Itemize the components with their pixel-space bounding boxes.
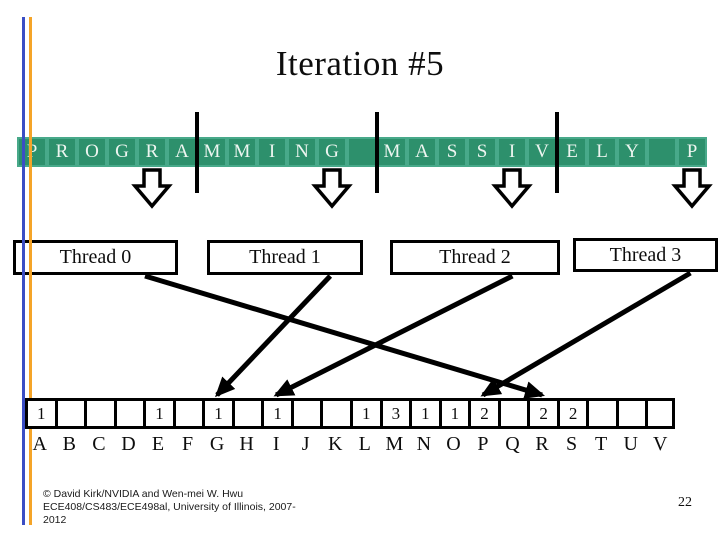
histogram-bin-cell-I: 1 [261, 398, 291, 429]
thread-to-bin-connectors [144, 270, 692, 399]
thread-box-3: Thread 3 [573, 238, 718, 272]
histogram-bin-cell-R: 2 [527, 398, 557, 429]
histogram-bin-letter: T [595, 433, 608, 455]
histogram-bin-cell-B [54, 398, 85, 429]
tape-cell: A [167, 137, 197, 167]
histogram-bin-letter: P [477, 433, 489, 455]
histogram-bin-letter: K [328, 433, 343, 455]
input-string-row: PROGRAMMINGMASSIVELYP [17, 137, 707, 167]
thread-label: Thread 1 [249, 246, 321, 268]
histogram-bin-letter: Q [505, 433, 520, 455]
histogram-bin-letter: C [92, 433, 106, 455]
histogram-bin-letter: S [566, 433, 578, 455]
current-access-arrows [131, 168, 713, 209]
histogram-bin-cell-A: 1 [25, 398, 55, 429]
histogram-bin-cell-L: 1 [350, 398, 380, 429]
tape-cell: G [317, 137, 347, 167]
histogram-bin-cell-O: 1 [438, 398, 469, 429]
histogram-bin-cell-S: 2 [556, 398, 587, 429]
histogram-bin-letter: H [239, 433, 254, 455]
tape-cell-space [347, 137, 377, 167]
tape-cell: E [557, 137, 587, 167]
thread-label: Thread 2 [439, 246, 511, 268]
thread-connector-arrow [215, 274, 333, 398]
access-block-arrow-icon [491, 168, 533, 209]
section-divider-line [375, 112, 379, 193]
footer-line: 2012 [43, 514, 67, 526]
tape-cell: S [467, 137, 497, 167]
tape-cell: I [497, 137, 527, 167]
histogram-bin-cell-J [290, 398, 321, 429]
histogram-bin-cell-Q [497, 398, 528, 429]
histogram-bin-letter: M [385, 433, 404, 455]
histogram-bin-cell-M: 3 [379, 398, 410, 429]
histogram-bin-letter: L [358, 433, 371, 455]
template-orange-bar [29, 17, 32, 525]
histogram-bin-letter: O [446, 433, 461, 455]
histogram-bin-letter: G [209, 433, 225, 455]
access-block-arrow-icon [131, 168, 173, 209]
histogram-bin-cell-T [586, 398, 616, 429]
tape-cell: M [227, 137, 257, 167]
histogram-bin-cell-P: 2 [468, 398, 498, 429]
footer-line: ECE408/CS483/ECE498al, University of Ill… [43, 501, 296, 513]
histogram-bin-letter: E [151, 433, 165, 455]
tape-cell: V [527, 137, 557, 167]
histogram-bin-letter: R [535, 433, 549, 455]
access-block-arrow-icon [671, 168, 713, 209]
thread-box-0: Thread 0 [13, 240, 178, 275]
histogram-bin-cell-V [645, 398, 676, 429]
tape-cell: I [257, 137, 287, 167]
histogram-bin-cell-F [172, 398, 203, 429]
template-blue-bar [22, 17, 25, 525]
histogram-bin-cell-E: 1 [143, 398, 173, 429]
thread-label: Thread 3 [609, 243, 682, 266]
slide-title: Iteration #5 [275, 44, 445, 83]
histogram-bin-letter: V [653, 433, 668, 455]
thread-box-2: Thread 2 [390, 240, 560, 275]
histogram-bin-letter: J [301, 433, 310, 455]
tape-cell: M [197, 137, 227, 167]
tape-cell: R [137, 137, 167, 167]
histogram-bin-letter: D [121, 433, 136, 455]
histogram-bin-cell-G: 1 [202, 398, 232, 429]
histogram-bin-cell-U [615, 398, 646, 429]
histogram-bin-cell-D [113, 398, 144, 429]
histogram-bin-cell-H [231, 398, 262, 429]
thread-connector-arrow [480, 270, 692, 398]
tape-cell: P [677, 137, 707, 167]
histogram-bin-cell-K [320, 398, 351, 429]
thread-label: Thread 0 [59, 246, 132, 268]
tape-cell: N [287, 137, 317, 167]
tape-cell: S [437, 137, 467, 167]
histogram-bin-cell-C [84, 398, 114, 429]
access-block-arrow-icon [311, 168, 353, 209]
footer-line: © David Kirk/NVIDIA and Wen-mei W. Hwu [43, 488, 244, 500]
thread-connector-arrow [273, 273, 514, 398]
section-divider-line [195, 112, 199, 193]
histogram-bin-letter: B [62, 433, 76, 455]
histogram-bin-letter: U [623, 433, 638, 455]
tape-cell: O [77, 137, 107, 167]
tape-cell: Y [617, 137, 647, 167]
tape-cell: M [377, 137, 407, 167]
page-number: 22 [678, 495, 692, 510]
tape-cell: L [587, 137, 617, 167]
histogram-bin-letter: I [272, 433, 280, 455]
histogram-bin-letter: N [416, 433, 432, 455]
histogram-bin-letter: F [181, 433, 194, 455]
tape-cell: G [107, 137, 137, 167]
histogram-bin-cell-N: 1 [409, 398, 439, 429]
thread-box-1: Thread 1 [207, 240, 363, 275]
section-divider-line [555, 112, 559, 193]
copyright-footer: © David Kirk/NVIDIA and Wen-mei W. Hwu E… [43, 488, 373, 527]
histogram-bin-letter: A [32, 433, 47, 455]
tape-cell: R [47, 137, 77, 167]
tape-cell: A [407, 137, 437, 167]
thread-connector-arrow [144, 273, 545, 399]
tape-cell-space [647, 137, 677, 167]
